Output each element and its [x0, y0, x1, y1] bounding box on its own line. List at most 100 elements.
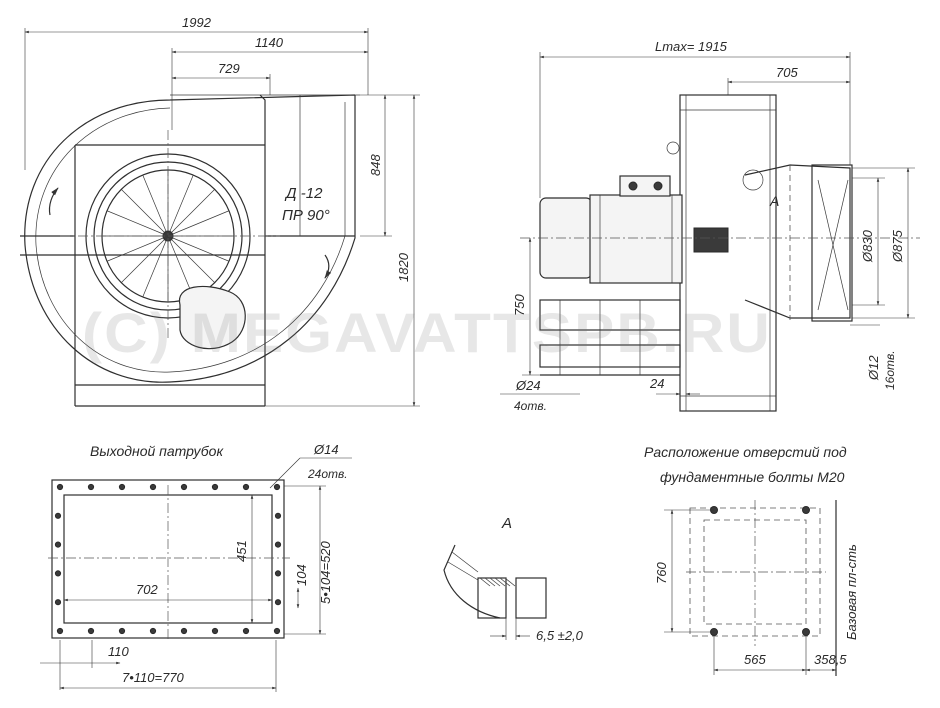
impeller-blade [167, 174, 194, 237]
dim-inner-diameter: Ø830 [860, 229, 875, 263]
dim-358: 358,5 [814, 652, 847, 667]
dim-outer-diameter: Ø875 [890, 229, 905, 263]
impeller-blade [167, 235, 215, 283]
dim-702: 702 [136, 582, 158, 597]
scroll-housing-outer [24, 94, 356, 383]
detail-a-plate-right [515, 577, 547, 619]
front-view: Д -12 ПР 90° 1992 1140 729 848 1820 [20, 15, 420, 407]
foundation-view: Расположение отверстий под фундаментные … [644, 444, 859, 676]
dim-750: 750 [512, 294, 527, 316]
dim-451: 451 [234, 540, 249, 562]
dim-24: 24 [649, 376, 664, 391]
detail-a-view: A 6,5 ±2,0 [443, 515, 584, 643]
outlet-flange-view: Выходной патрубок Ø14 24отв. 702 451 104… [40, 442, 352, 692]
dim-1140: 1140 [255, 35, 284, 50]
foundation-bolt-hole-icon [802, 628, 810, 636]
outlet-bolt-hole-icon [54, 570, 62, 577]
lifting-eye-icon [666, 141, 680, 155]
outlet-bolt-hole-icon [87, 483, 95, 491]
outlet-bolt-hole-icon [274, 599, 282, 606]
detail-a-plate-left [477, 577, 507, 619]
dim-760: 760 [654, 562, 669, 584]
outlet-bolt-hole-icon [118, 483, 126, 491]
hatch-line [489, 577, 501, 587]
hatch-line [499, 577, 511, 587]
outlet-bolt-hole-icon [274, 541, 282, 548]
detail-a-marker: A [769, 193, 779, 209]
base-plane-label: Базовая пл-сть [844, 544, 859, 640]
dim-flange-hole-count: 16отв. [883, 350, 897, 390]
watermark: (C) MEGAVATTSPB.RU [82, 301, 772, 364]
terminal-box [619, 175, 671, 197]
outlet-bolt-hole-icon [56, 627, 64, 635]
dim-705: 705 [776, 65, 798, 80]
dim-1820: 1820 [396, 252, 411, 282]
hatch-line [479, 577, 491, 587]
outlet-bolt-hole-icon [180, 627, 188, 635]
outlet-bolt-hole-icon [273, 627, 281, 635]
dim-vertical-pitch: 5•104=520 [318, 540, 333, 604]
foundation-bolt-hole-icon [802, 506, 810, 514]
model-label: Д -12 [284, 185, 323, 202]
impeller-blade [167, 210, 230, 237]
dim-565: 565 [744, 652, 766, 667]
dim-110: 110 [108, 644, 129, 659]
outlet-bolt-hole-icon [274, 512, 282, 519]
outlet-bolt-holes [54, 483, 282, 635]
outlet-bolt-hole-icon [211, 483, 219, 491]
dim-729: 729 [218, 61, 240, 76]
rotation-arrow-icon [324, 254, 332, 279]
outlet-bolt-hole-icon [274, 570, 282, 577]
motor-stub [178, 285, 246, 350]
outlet-bolt-hole-icon [242, 483, 250, 491]
impeller-blade [121, 235, 169, 283]
detail-a-label: A [501, 515, 512, 532]
outlet-bolt-hole-icon [87, 627, 95, 635]
foundation-title-line1: Расположение отверстий под [644, 444, 847, 460]
outlet-bolt-hole-icon [56, 483, 64, 491]
motor-base [539, 299, 681, 331]
dim-hole-count-side: 4отв. [514, 399, 547, 413]
inlet-flange [811, 164, 853, 322]
hatch-line [494, 577, 506, 587]
side-view: A Lmax= 1915 705 750 Ø24 4отв. [500, 39, 920, 413]
outlet-bolt-hole-icon [211, 627, 219, 635]
detail-a-hatching [479, 577, 516, 587]
hatch-line [484, 577, 496, 587]
outlet-bolt-hole-icon [54, 599, 62, 606]
foundation-title-line2: фундаментные болты М20 [660, 469, 845, 485]
outlet-bolt-hole-icon [118, 627, 126, 635]
motor-frame [589, 194, 683, 284]
impeller-blade [167, 235, 194, 298]
dim-hole-diameter-side: Ø24 [515, 378, 541, 393]
outlet-bolt-hole-icon [180, 483, 188, 491]
hatch-line [504, 577, 516, 587]
dim-104: 104 [294, 564, 309, 586]
rotation-label: ПР 90° [282, 207, 330, 224]
dim-848: 848 [368, 154, 383, 176]
outlet-bolt-hole-icon [149, 627, 157, 635]
outlet-bolt-hole-icon [54, 512, 62, 519]
impeller-blade [142, 174, 169, 237]
outlet-bolt-hole-icon [54, 541, 62, 548]
rotation-arrow-icon [48, 187, 59, 216]
detail-a-profile [443, 544, 501, 619]
detail-a-callout [742, 169, 764, 191]
dim-length-max: Lmax= 1915 [655, 39, 728, 54]
impeller-blade [167, 189, 215, 237]
outlet-bolt-hole-icon [149, 483, 157, 491]
dim-flange-hole: Ø12 [866, 355, 881, 381]
scroll-housing-inner [35, 102, 346, 373]
impeller-blade [106, 210, 169, 237]
dim-total-width: 1992 [182, 15, 212, 30]
impeller-blade [142, 235, 169, 298]
outlet-bolt-hole-icon [242, 627, 250, 635]
dim-horizontal-pitch: 7•110=770 [122, 670, 185, 685]
impeller-blade [167, 235, 230, 262]
impeller-blade [121, 189, 169, 237]
outlet-duct [259, 94, 355, 237]
inlet-cone [744, 164, 851, 319]
dim-outlet-hole-count: 24отв. [307, 467, 348, 481]
outlet-title: Выходной патрубок [90, 443, 224, 459]
